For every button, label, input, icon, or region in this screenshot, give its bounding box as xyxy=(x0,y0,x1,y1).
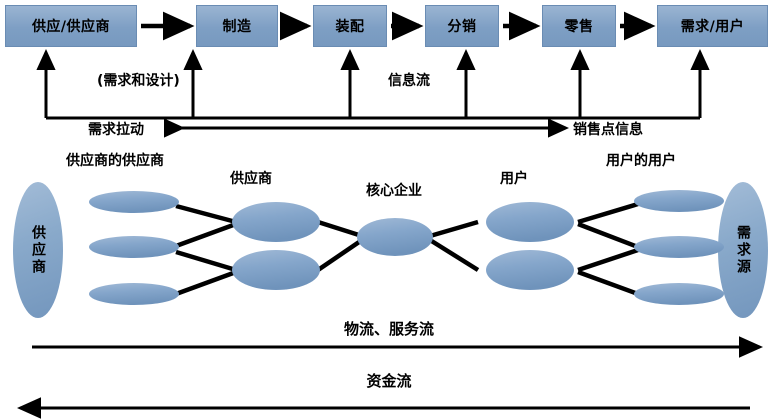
demand-design-label: (需求和设计) xyxy=(97,73,180,89)
tier-label-supplier-of-supplier: 供应商的供应商 xyxy=(66,153,164,169)
node-customer-1 xyxy=(486,202,574,242)
process-box-distribution: 分销 xyxy=(425,5,499,47)
process-box-assembly: 装配 xyxy=(313,5,387,47)
node-customer2-2 xyxy=(634,236,724,258)
node-supplier-1 xyxy=(232,202,320,242)
source-oval-supplier: 供应商 xyxy=(13,182,63,318)
logistics-flow-label: 物流、服务流 xyxy=(343,320,434,338)
tier-label-customer: 用户 xyxy=(500,171,528,187)
network-connectors xyxy=(175,201,639,297)
node-supplier2-2 xyxy=(89,236,179,258)
source-oval-label: 供应商 xyxy=(30,224,46,276)
process-box-manufacture: 制造 xyxy=(196,5,278,47)
tier-label-core-enterprise: 核心企业 xyxy=(366,183,422,199)
capital-flow-label: 资金流 xyxy=(366,372,412,390)
process-box-retail: 零售 xyxy=(542,5,616,47)
demand-pull-label: 需求拉动 xyxy=(88,122,144,138)
node-supplier2-3 xyxy=(89,283,179,305)
process-box-supply: 供应/供应商 xyxy=(5,5,137,47)
network-nodes xyxy=(89,190,724,305)
node-supplier-2 xyxy=(232,250,320,290)
node-customer2-3 xyxy=(634,283,724,305)
tier-label-customer-of-customer: 用户的用户 xyxy=(606,153,676,169)
node-customer2-1 xyxy=(634,190,724,212)
node-supplier2-1 xyxy=(89,191,179,213)
sink-oval-label: 需求源 xyxy=(735,224,751,276)
node-customer-2 xyxy=(486,250,574,290)
sink-oval-demand-source: 需求源 xyxy=(718,182,768,318)
tier-label-supplier: 供应商 xyxy=(230,171,272,187)
information-flow-lines xyxy=(36,49,710,138)
information-flow-label: 信息流 xyxy=(388,73,430,89)
node-core-enterprise xyxy=(357,218,433,256)
pos-information-label: 销售点信息 xyxy=(573,122,643,138)
process-box-demand: 需求/用户 xyxy=(657,5,768,47)
